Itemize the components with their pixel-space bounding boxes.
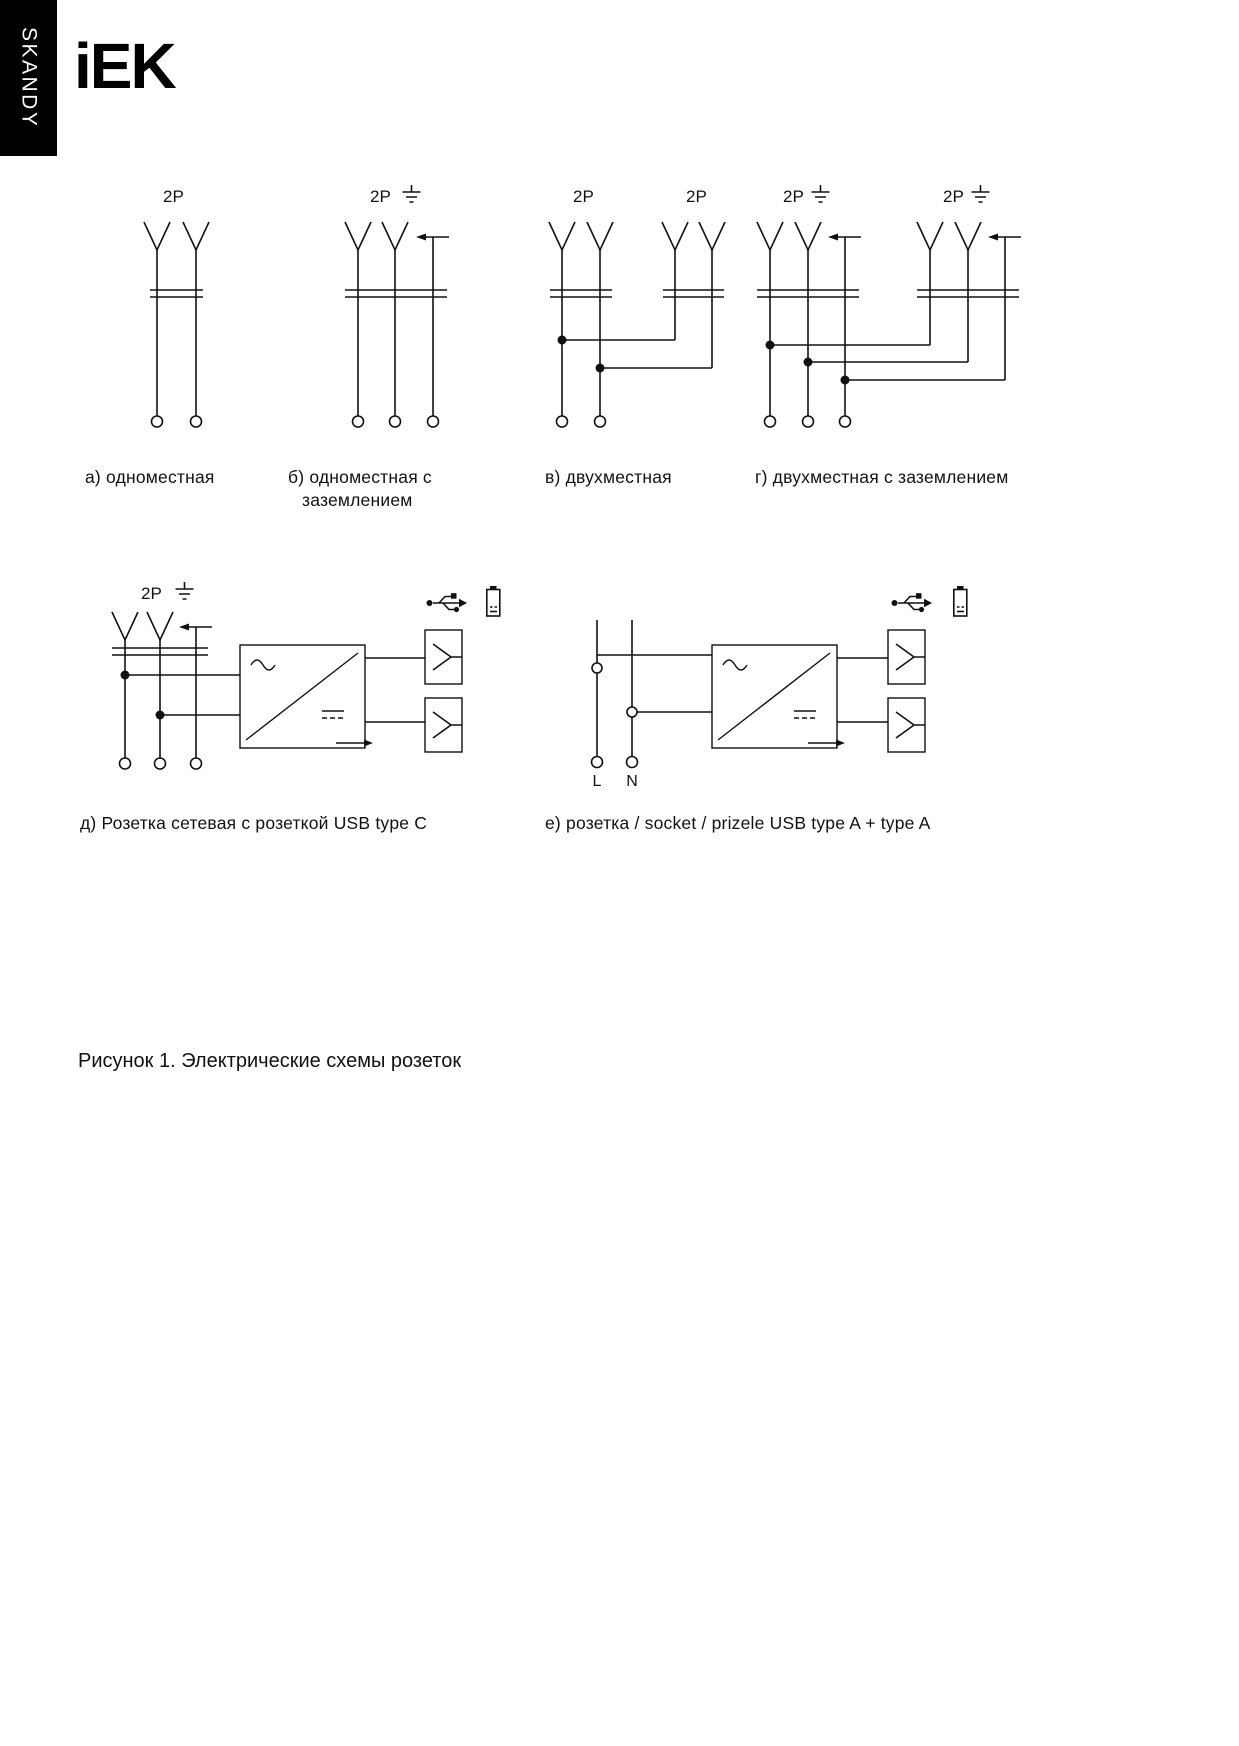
output-wires — [365, 657, 425, 723]
converter-diagonal — [717, 652, 831, 741]
diagram-d-socket-usb-type-c: 2P — [111, 582, 501, 770]
terminal-circles — [150, 415, 203, 428]
caption-v: в) двухместная — [545, 467, 672, 487]
ground-icon — [402, 185, 421, 203]
output-arrow — [808, 739, 845, 747]
socket-contact-forks — [344, 221, 409, 252]
diagram-g-double-socket-grounded: 2P 2P — [756, 185, 1021, 428]
socket-unit-left — [548, 221, 614, 428]
diagram-a-single-socket: 2P — [143, 187, 210, 428]
ground-icon — [811, 185, 830, 203]
ground-icon — [971, 185, 990, 203]
socket-unit-right — [916, 221, 1021, 380]
socket-unit-left — [756, 221, 861, 428]
caption-d: д) Розетка сетевая с розеткой USB type C — [80, 813, 428, 833]
pole-label: 2P — [163, 187, 184, 206]
acdc-converter-box — [239, 644, 373, 749]
diagram-b-single-socket-grounded: 2P — [344, 185, 449, 428]
parallel-link-wires — [557, 335, 712, 373]
socket-contact-forks — [143, 221, 210, 252]
usb-output-box-top — [424, 629, 463, 685]
caption-a: а) одноместная — [85, 467, 215, 487]
dc-symbol — [322, 710, 344, 719]
dc-symbol — [794, 710, 816, 719]
terminal-circles — [351, 415, 440, 428]
ac-wave-symbol — [250, 659, 276, 671]
socket-wires — [156, 250, 197, 416]
pole-label: 2P — [370, 187, 391, 206]
pole-label-left: 2P — [573, 187, 594, 206]
output-arrow — [336, 739, 373, 747]
usb-icon — [426, 592, 468, 613]
figure-caption: Рисунок 1. Электрические схемы розеток — [78, 1050, 462, 1072]
supply-lines — [590, 620, 639, 769]
series-tab-label: SKANDY — [17, 27, 41, 129]
neutral-label: N — [626, 773, 638, 790]
ac-wave-symbol — [722, 659, 748, 671]
socket-unit-right — [661, 221, 726, 368]
converter-diagonal — [245, 652, 359, 741]
pole-label-left: 2P — [783, 187, 804, 206]
parallel-link-wires — [765, 340, 1005, 385]
socket-wires — [357, 237, 434, 416]
caption-e: е) розетка / socket / prizele USB type A… — [545, 813, 931, 833]
ground-icon — [175, 582, 194, 600]
socket-body-bar — [150, 289, 203, 298]
usb-output-box-top — [887, 629, 926, 685]
pole-label-right: 2P — [943, 187, 964, 206]
usb-icon — [891, 592, 933, 613]
battery-icon — [486, 586, 501, 617]
pole-label-right: 2P — [686, 187, 707, 206]
feed-wires — [120, 670, 240, 720]
brand-logo: iEK — [74, 30, 177, 102]
socket-unit — [111, 611, 212, 770]
usb-output-box-bottom — [424, 697, 463, 753]
caption-b: б) одноместная с заземлением — [288, 467, 432, 511]
battery-icon — [953, 586, 968, 617]
acdc-converter-box — [711, 644, 845, 749]
usb-output-box-bottom — [887, 697, 926, 753]
diagram-e-socket-usb-type-a: L N — [590, 586, 968, 790]
pole-label: 2P — [141, 584, 162, 603]
socket-body-bar — [345, 289, 447, 298]
ground-contact-arrow — [416, 233, 449, 241]
caption-g: г) двухместная с заземлением — [755, 467, 1009, 487]
series-tab: SKANDY — [0, 0, 57, 156]
line-label: L — [593, 773, 602, 790]
output-wires — [837, 657, 888, 723]
feed-wires — [597, 654, 712, 713]
diagram-v-double-socket: 2P 2P — [548, 187, 726, 428]
